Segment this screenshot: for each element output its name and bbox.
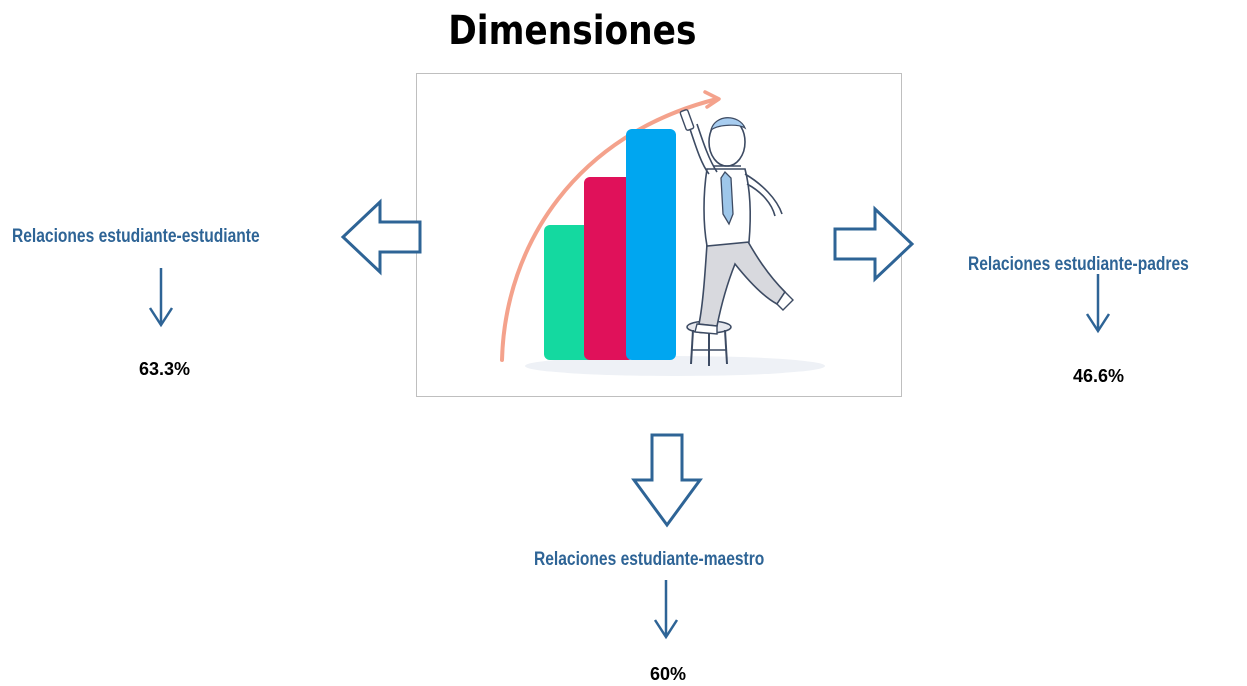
dimension-value-estudiante-estudiante: 63.3%	[139, 359, 191, 379]
dimension-label-estudiante-maestro: Relaciones estudiante-maestro	[534, 549, 765, 570]
big-arrow-down-icon	[631, 433, 703, 528]
big-arrow-left-icon	[340, 198, 422, 276]
dimension-label-estudiante-padres: Relaciones estudiante-padres	[968, 254, 1189, 275]
dimension-label-estudiante-estudiante: Relaciones estudiante-estudiante	[12, 226, 260, 247]
dimension-value-estudiante-padres: 46.6%	[1073, 366, 1125, 386]
diagram-title: Dimensiones	[448, 8, 697, 54]
growth-chart-illustration	[416, 73, 902, 397]
business-growth-chart-icon	[500, 90, 825, 376]
small-arrow-down-icon	[148, 268, 174, 328]
dimension-value-estudiante-maestro: 60%	[650, 664, 687, 684]
big-arrow-right-icon	[833, 205, 915, 283]
small-arrow-down-icon	[653, 580, 679, 640]
small-arrow-down-icon	[1085, 274, 1111, 334]
